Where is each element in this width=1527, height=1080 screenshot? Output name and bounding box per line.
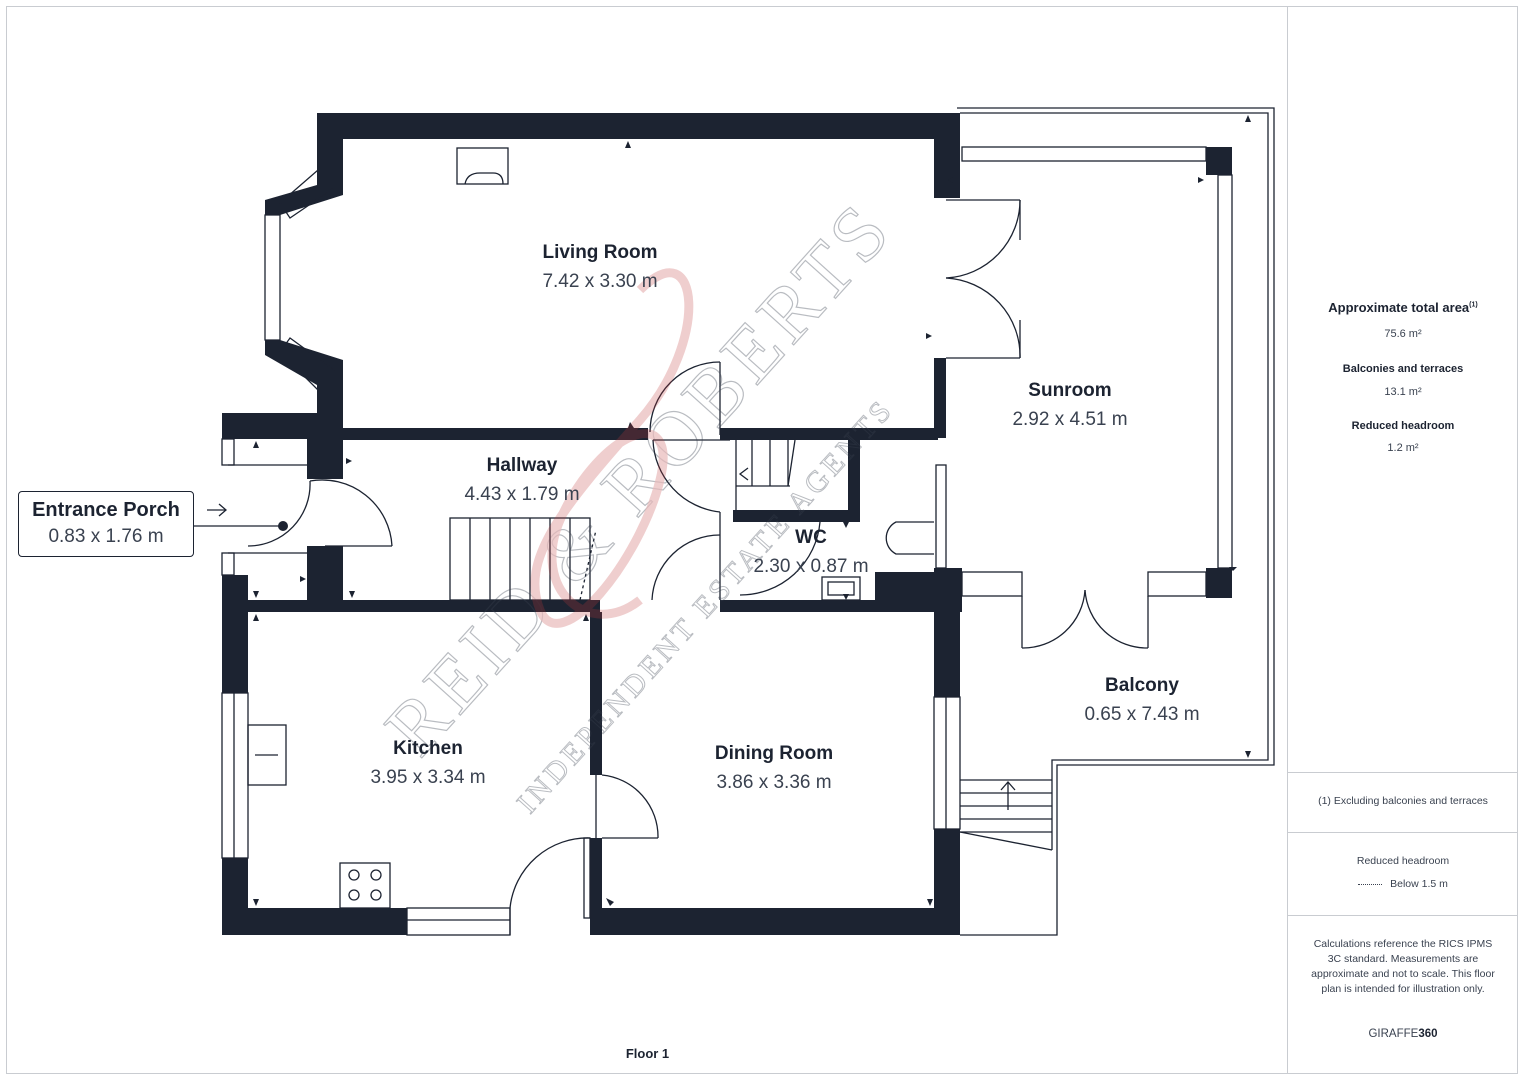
room-dims-hallway: 4.43 x 1.79 m (464, 484, 579, 505)
disclaimer: Calculations reference the RICS IPMS 3C … (1311, 938, 1495, 995)
kitchen-dining-wall-upper (590, 612, 602, 775)
wc-door (739, 521, 821, 596)
living-sunroom-doors (945, 199, 1021, 359)
total-area-heading: Approximate total area(1) (1288, 300, 1518, 315)
room-name-kitchen: Kitchen (393, 738, 463, 759)
balcony-outline-inner (960, 112, 1269, 850)
total-area-sup: (1) (1469, 301, 1478, 309)
dining-right-wall-upper (934, 600, 960, 697)
sunroom-window-left (935, 464, 947, 569)
balcony-stairs (959, 779, 1053, 851)
living-hallway-door (649, 361, 721, 435)
wc-toilet (885, 521, 934, 555)
bay-corner-bottom (265, 340, 343, 385)
porch-name: Entrance Porch (32, 499, 180, 521)
bay-window-lower (279, 337, 335, 391)
footnote: (1) Excluding balconies and terraces (1318, 795, 1488, 807)
porch-door (247, 479, 393, 547)
room-name-balcony: Balcony (1105, 675, 1179, 696)
brand-prefix: GIRAFFE (1368, 1028, 1419, 1040)
entrance-porch-label: Entrance Porch 0.83 x 1.76 m (18, 491, 194, 557)
bay-window-front (264, 214, 281, 341)
hallway-stairs (449, 517, 597, 601)
brand-logo: GIRAFFE360 (1288, 1028, 1518, 1040)
room-dims-kitchen: 3.95 x 3.34 m (370, 767, 485, 788)
sunroom-window-right (1217, 174, 1233, 569)
living-room-right-wall-upper (934, 113, 960, 198)
legend-item: Below 1.5 m (1288, 878, 1518, 890)
reduced-headroom-label: Reduced headroom (1351, 420, 1455, 432)
total-area-value: 75.6 m² (1384, 328, 1422, 340)
kitchen-top-wall (222, 600, 600, 612)
wc-stair-wall-right (848, 440, 860, 522)
dotted-line-icon (1358, 883, 1383, 885)
bay-window-upper (279, 169, 335, 219)
reduced-headroom-value: 1.2 m² (1387, 442, 1419, 454)
room-name-dining: Dining Room (715, 743, 833, 764)
legend-title: Reduced headroom (1356, 855, 1450, 867)
dining-right-wall-lower (934, 829, 960, 935)
kitchen-window-bottom (406, 907, 511, 936)
kitchen-dining-door (595, 774, 659, 839)
fireplace (456, 147, 509, 185)
room-dims-balcony: 0.65 x 7.43 m (1084, 704, 1199, 725)
sunroom-pillar-bottom (1206, 568, 1232, 598)
wc-stairs (735, 439, 796, 510)
porch-window-top (221, 438, 235, 466)
dining-window-left (583, 837, 591, 919)
wc-top-wall (733, 510, 860, 522)
room-name-wc: WC (795, 527, 827, 548)
kitchen-left-wall-upper (222, 575, 248, 693)
floor-label: Floor 1 (625, 1046, 670, 1061)
kitchen-hob (339, 862, 391, 909)
balcony-doors (1021, 589, 1149, 649)
porch-window-bottom (221, 552, 235, 576)
brand-suffix: 360 (1418, 1028, 1438, 1040)
sidebar-divider (1288, 915, 1518, 916)
sunroom-pillar-left (934, 568, 962, 612)
wc-basin (821, 576, 861, 601)
page-frame (6, 6, 1518, 1074)
balconies-value: 13.1 m² (1384, 386, 1422, 398)
room-name-living: Living Room (542, 242, 657, 263)
kitchen-bottom-wall-left (222, 908, 407, 935)
hallway-top-wall-left (343, 428, 648, 440)
dining-window-right (933, 696, 961, 830)
porch-right-wall-upper (307, 413, 343, 479)
kitchen-exterior-door (509, 837, 591, 935)
hallway-wc-door (651, 439, 730, 601)
sidebar-divider (1288, 832, 1518, 833)
bay-corner-top (265, 185, 343, 215)
area-summary-sidebar: Approximate total area(1) 75.6 m² Balcon… (1287, 6, 1518, 1074)
sunroom-window-top (961, 146, 1207, 162)
porch-dims: 0.83 x 1.76 m (48, 526, 164, 547)
room-dims-sunroom: 2.92 x 4.51 m (1012, 409, 1127, 430)
room-dims-wc: 2.30 x 0.87 m (753, 556, 868, 577)
living-room-top-wall (317, 113, 960, 139)
sunroom-window-bottom-right (1147, 571, 1207, 597)
sunroom-window-bottom-left (961, 571, 1023, 597)
room-name-sunroom: Sunroom (1028, 380, 1111, 401)
room-name-hallway: Hallway (487, 455, 558, 476)
kitchen-window-left (221, 692, 249, 859)
total-area-label: Approximate total area (1328, 300, 1470, 315)
hallway-top-wall-right (720, 428, 938, 440)
dining-bottom-wall (590, 908, 960, 935)
balcony-outline (957, 107, 1275, 936)
room-dims-dining: 3.86 x 3.36 m (716, 772, 831, 793)
legend-item-label: Below 1.5 m (1390, 878, 1448, 890)
watermark-ampersand (530, 268, 694, 628)
kitchen-sink (247, 724, 287, 786)
sidebar-divider (1288, 772, 1518, 773)
balconies-label: Balconies and terraces (1342, 363, 1464, 375)
room-dims-living: 7.42 x 3.30 m (542, 271, 657, 292)
living-room-right-wall-lower (934, 358, 946, 438)
sunroom-pillar-top (1206, 147, 1232, 175)
